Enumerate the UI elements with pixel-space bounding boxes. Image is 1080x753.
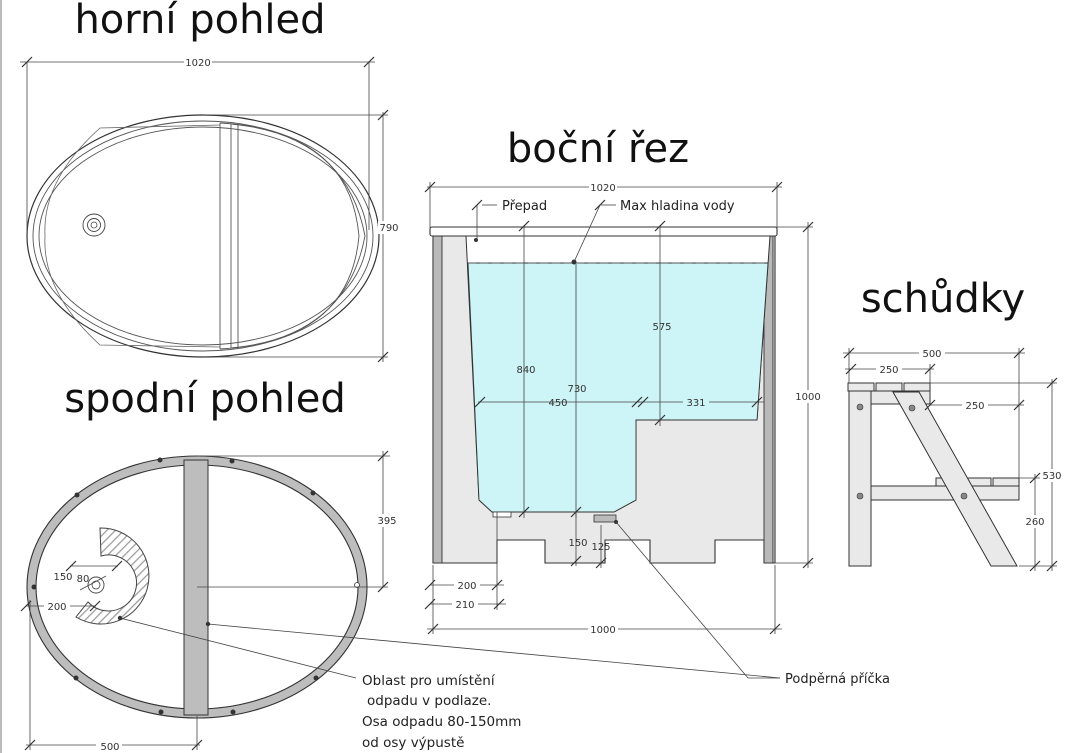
dim-side-200: 200 [457,581,476,592]
dim-side-840: 840 [516,365,535,376]
drain-note-line-2: odpadu v podlaze. [367,693,491,709]
bottom-view-dimensions: 395 500 150 80 200 [20,450,398,753]
dim-bottom-80: 80 [77,574,90,585]
dim-side-width-top: 1020 [590,183,615,194]
dim-bottom-395: 395 [377,516,396,527]
label-max-water: Max hladina vody [620,199,735,214]
top-view-drawing [26,114,380,358]
side-section-drawing [429,226,778,564]
dim-side-210: 210 [455,600,474,611]
steps-dimensions: 500 250 250 530 260 [843,347,1064,572]
dim-side-150: 150 [568,538,587,549]
steps-drawing [847,382,1020,567]
dim-side-331: 331 [686,398,705,409]
dim-side-width-bottom: 1000 [590,625,615,636]
title-steps: schůdky [861,276,1025,322]
dim-steps-250-right: 250 [965,401,984,412]
drain-note-line-4: od osy výpustě [362,735,464,751]
dim-side-450: 450 [548,398,567,409]
dim-side-125: 125 [591,542,610,553]
dim-steps-500: 500 [922,349,941,360]
dim-side-730: 730 [567,384,586,395]
title-bottom-view: spodní pohled [64,376,346,422]
title-side-section: boční řez [507,126,689,172]
dim-top-height: 790 [379,223,398,234]
dim-top-width: 1020 [185,58,210,69]
label-support-bar: Podpěrná příčka [785,672,890,687]
label-overflow: Přepad [502,199,547,214]
dim-steps-530: 530 [1042,471,1061,482]
drain-note-line-1: Oblast pro umístění [362,673,496,689]
dim-side-575: 575 [652,322,671,333]
drain-icon [82,213,106,237]
dim-steps-260: 260 [1025,517,1044,528]
title-top-view: horní pohled [74,0,325,43]
drain-note-line-3: Osa odpadu 80-150mm [362,714,521,730]
dim-steps-250-top: 250 [879,365,898,376]
dim-bottom-200: 200 [47,602,66,613]
side-section-dimensions: 1020 Přepad Max hladina vody 840 730 575… [424,181,823,636]
dim-bottom-500: 500 [100,742,119,753]
leader-lines [117,521,781,679]
dim-side-height: 1000 [795,392,820,403]
dim-bottom-150: 150 [53,572,72,583]
top-view-dimensions: 1020 790 [20,56,400,363]
